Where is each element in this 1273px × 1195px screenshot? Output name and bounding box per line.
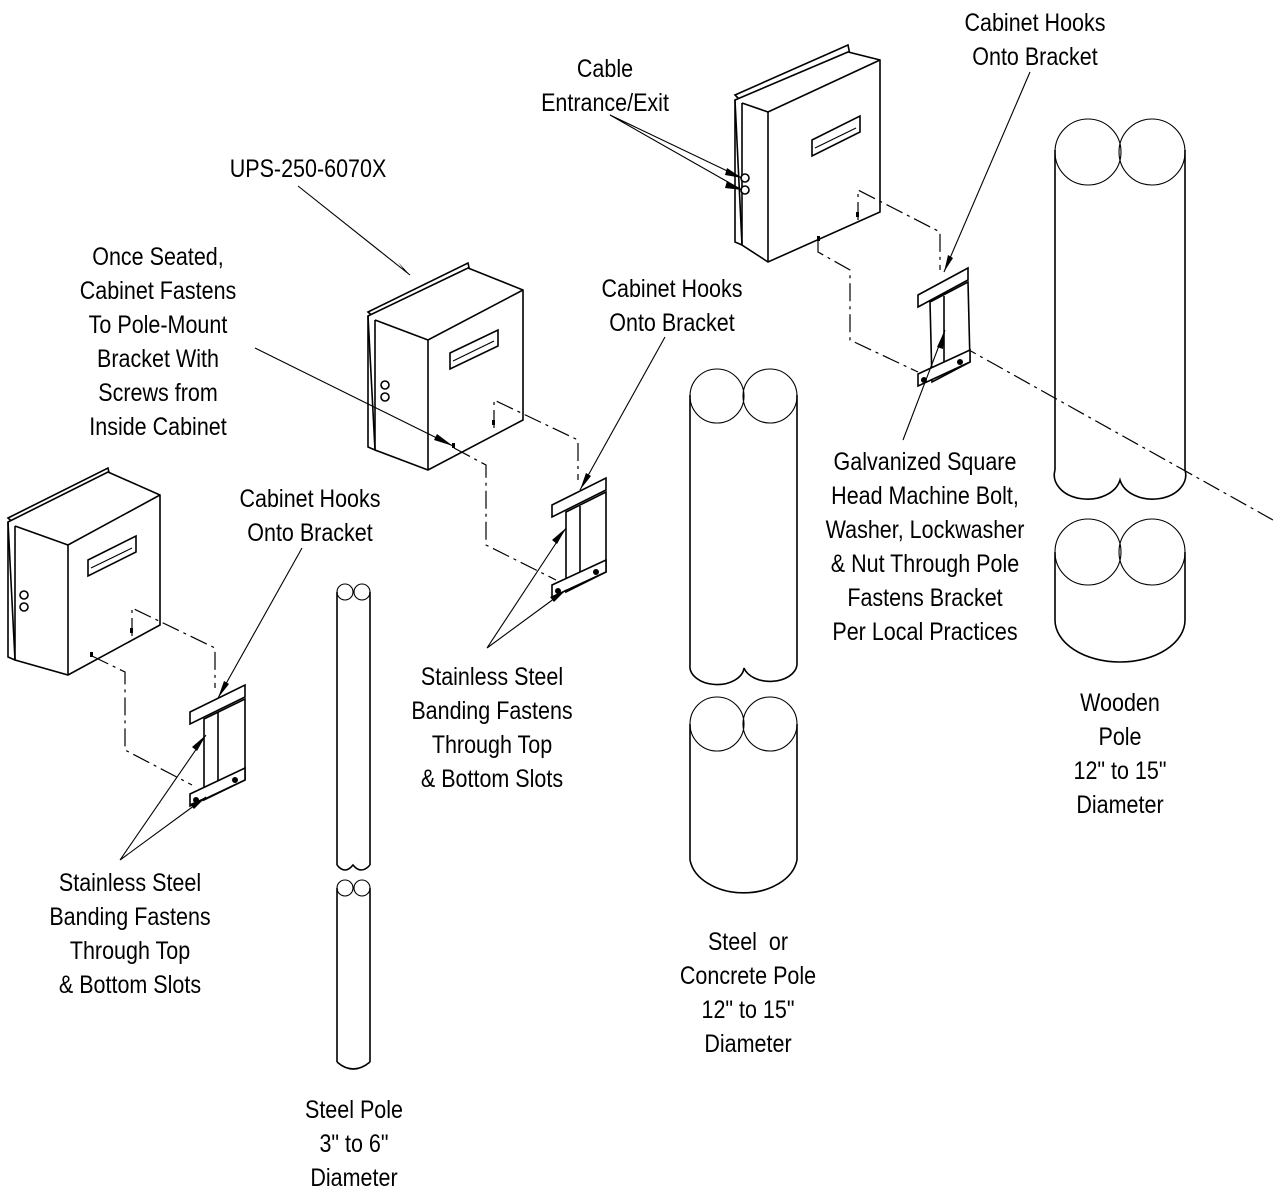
label-line: Cabinet Hooks (239, 485, 381, 513)
wooden-pole (1053, 118, 1187, 663)
label-line: Cabinet Hooks (601, 275, 743, 303)
label-line: Per Local Practices (832, 618, 1018, 646)
label-line: Banding Fastens (411, 697, 573, 725)
label-line: Through Top (69, 937, 191, 965)
label-line: Washer, Lockwasher (825, 516, 1025, 544)
top-cabinet-alignment-lines (817, 189, 941, 373)
cabinet-hooks-label-left: Cabinet Hooks Onto Bracket (224, 482, 396, 550)
label-line: & Bottom Slots (420, 765, 564, 793)
label-line: Once Seated, (92, 243, 224, 271)
model-number-text: UPS-250-6070X (229, 155, 387, 183)
label-line: 3" to 6" (319, 1130, 389, 1158)
label-line: Steel Pole (304, 1096, 404, 1124)
bracket-middle (551, 476, 607, 599)
label-line: 12" to 15" (701, 996, 795, 1024)
steel-concrete-pole (689, 368, 798, 894)
label-line: Pole (1098, 723, 1142, 751)
bolt-label: Galvanized Square Head Machine Bolt, Was… (809, 445, 1041, 649)
label-line: Stainless Steel (58, 869, 202, 897)
label-line: Through Top (431, 731, 553, 759)
middle-cabinet-alignment-lines (453, 399, 579, 581)
steel-pole-label: Steel Pole 3" to 6" Diameter (285, 1093, 423, 1195)
label-line: Diameter (310, 1164, 398, 1192)
once-seated-label: Once Seated, Cabinet Fastens To Pole-Mou… (63, 240, 252, 444)
banding-label-middle: Stainless Steel Banding Fastens Through … (397, 660, 586, 796)
label-line: Banding Fastens (49, 903, 211, 931)
label-line: Concrete Pole (679, 962, 817, 990)
cabinet-left (6, 466, 161, 676)
banding-label-left: Stainless Steel Banding Fastens Through … (35, 866, 224, 1002)
label-line: Diameter (704, 1030, 792, 1058)
left-cabinet-alignment-lines (91, 607, 216, 786)
steel-pole-thin (336, 583, 371, 1070)
label-line: Cabinet Hooks (964, 9, 1106, 37)
label-line: Cabinet Fastens (79, 277, 237, 305)
label-line: Entrance/Exit (541, 89, 669, 117)
cabinet-top-right (733, 43, 881, 263)
label-line: Wooden (1080, 689, 1160, 717)
label-line: & Nut Through Pole (830, 550, 1020, 578)
label-line: Steel or (707, 928, 789, 956)
bolt-axis-line (959, 344, 1273, 521)
label-line: Inside Cabinet (89, 413, 227, 441)
bracket-left (189, 683, 246, 808)
label-line: & Bottom Slots (58, 971, 202, 999)
cabinet-middle (366, 261, 524, 471)
wooden-pole-label: Wooden Pole 12" to 15" Diameter (1051, 686, 1189, 822)
label-line: Galvanized Square (833, 448, 1017, 476)
label-line: Onto Bracket (247, 519, 373, 547)
leader-lines (119, 71, 1031, 861)
label-line: 12" to 15" (1073, 757, 1167, 785)
label-line: Stainless Steel (420, 663, 564, 691)
label-line: Bracket With (97, 345, 219, 373)
cabinet-hooks-label-top: Cabinet Hooks Onto Bracket (949, 6, 1121, 74)
label-line: Screws from (98, 379, 218, 407)
label-line: Onto Bracket (972, 43, 1098, 71)
model-label: UPS-250-6070X (213, 152, 402, 186)
label-line: Onto Bracket (609, 309, 735, 337)
label-line: Fastens Bracket (847, 584, 1003, 612)
cabinet-hooks-label-middle: Cabinet Hooks Onto Bracket (586, 272, 758, 340)
label-line: Diameter (1076, 791, 1164, 819)
label-line: Head Machine Bolt, (831, 482, 1019, 510)
cable-entrance-label: Cable Entrance/Exit (532, 52, 678, 120)
label-line: To Pole-Mount (88, 311, 228, 339)
bracket-top-right (917, 266, 971, 388)
label-line: Cable (576, 55, 634, 83)
steel-concrete-pole-label: Steel or Concrete Pole 12" to 15" Diamet… (662, 925, 834, 1061)
